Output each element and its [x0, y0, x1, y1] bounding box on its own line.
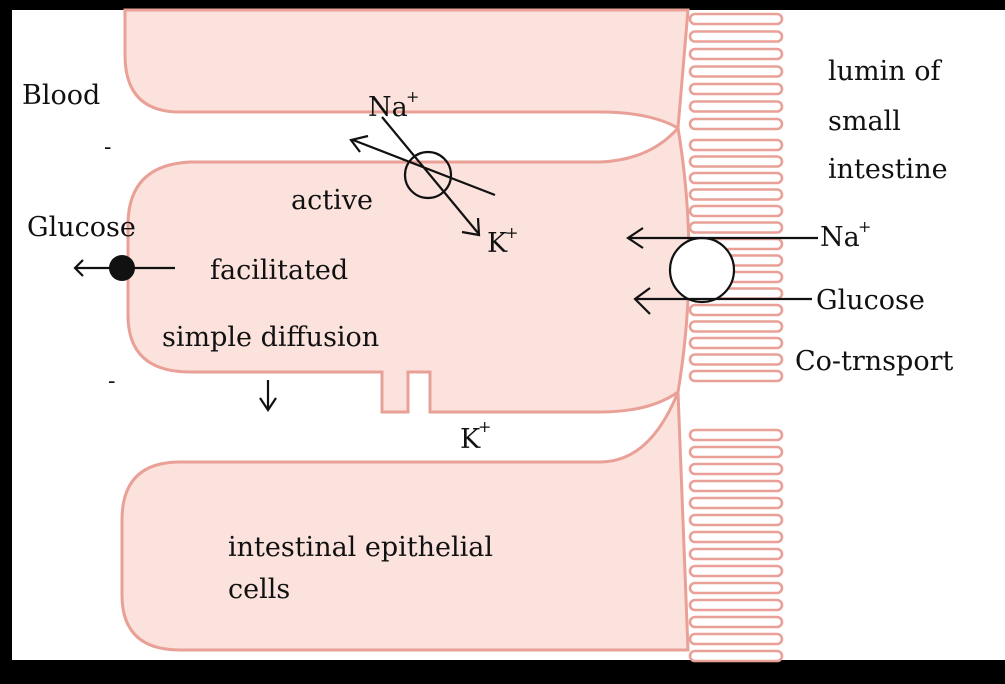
microvillus [690, 447, 782, 457]
lumen-label-line3: intestine [828, 154, 948, 185]
stray-mark-2: - [108, 369, 115, 394]
microvillus [690, 498, 782, 508]
microvillus [690, 223, 782, 233]
na-cotransport-label: Na [820, 222, 860, 253]
microvillus [690, 566, 782, 576]
epithelial-label-line1: intestinal epithelial [228, 532, 493, 563]
microvillus [690, 355, 782, 365]
microvillus [690, 430, 782, 440]
microvillus [690, 515, 782, 525]
k-channel-plus: + [478, 417, 491, 436]
microvillus [690, 49, 782, 59]
simple-diffusion-label: simple diffusion [162, 322, 379, 353]
stray-mark-1: - [104, 135, 111, 160]
microvillus [690, 634, 782, 644]
microvillus [690, 140, 782, 150]
microvillus [690, 119, 782, 129]
cotransport-label: Co-trnsport [795, 346, 953, 377]
epithelial-label-line2: cells [228, 574, 290, 605]
glucose-cotransport-label: Glucose [816, 285, 925, 316]
microvillus [690, 322, 782, 332]
microvillus [690, 67, 782, 77]
microvillus [690, 173, 782, 183]
active-label: active [291, 185, 373, 216]
k-pump-plus: + [505, 223, 518, 242]
glucose-left-label: Glucose [27, 212, 136, 243]
facilitated-label: facilitated [210, 255, 348, 286]
na-pump-plus: + [406, 87, 419, 106]
microvillus [690, 206, 782, 216]
microvillus [690, 464, 782, 474]
microvillus [690, 14, 782, 24]
glucose-carrier [109, 255, 135, 281]
microvillus [690, 371, 782, 381]
microvillus [690, 651, 782, 661]
microvillus [690, 532, 782, 542]
microvillus [690, 549, 782, 559]
microvillus [690, 157, 782, 167]
microvillus [690, 600, 782, 610]
microvillus [690, 102, 782, 112]
cotransporter-carrier [670, 238, 734, 302]
na-pump-label: Na [368, 92, 408, 123]
microvillus [690, 84, 782, 94]
microvillus [690, 583, 782, 593]
lumen-label-line1: lumin of [828, 56, 942, 87]
lumen-label-line2: small [828, 106, 901, 137]
microvillus [690, 190, 782, 200]
blood-label: Blood [22, 80, 100, 111]
microvillus [690, 338, 782, 348]
microvillus [690, 617, 782, 627]
microvillus [690, 305, 782, 315]
na-cotransport-plus: + [858, 217, 871, 236]
microvillus [690, 481, 782, 491]
microvillus [690, 32, 782, 42]
